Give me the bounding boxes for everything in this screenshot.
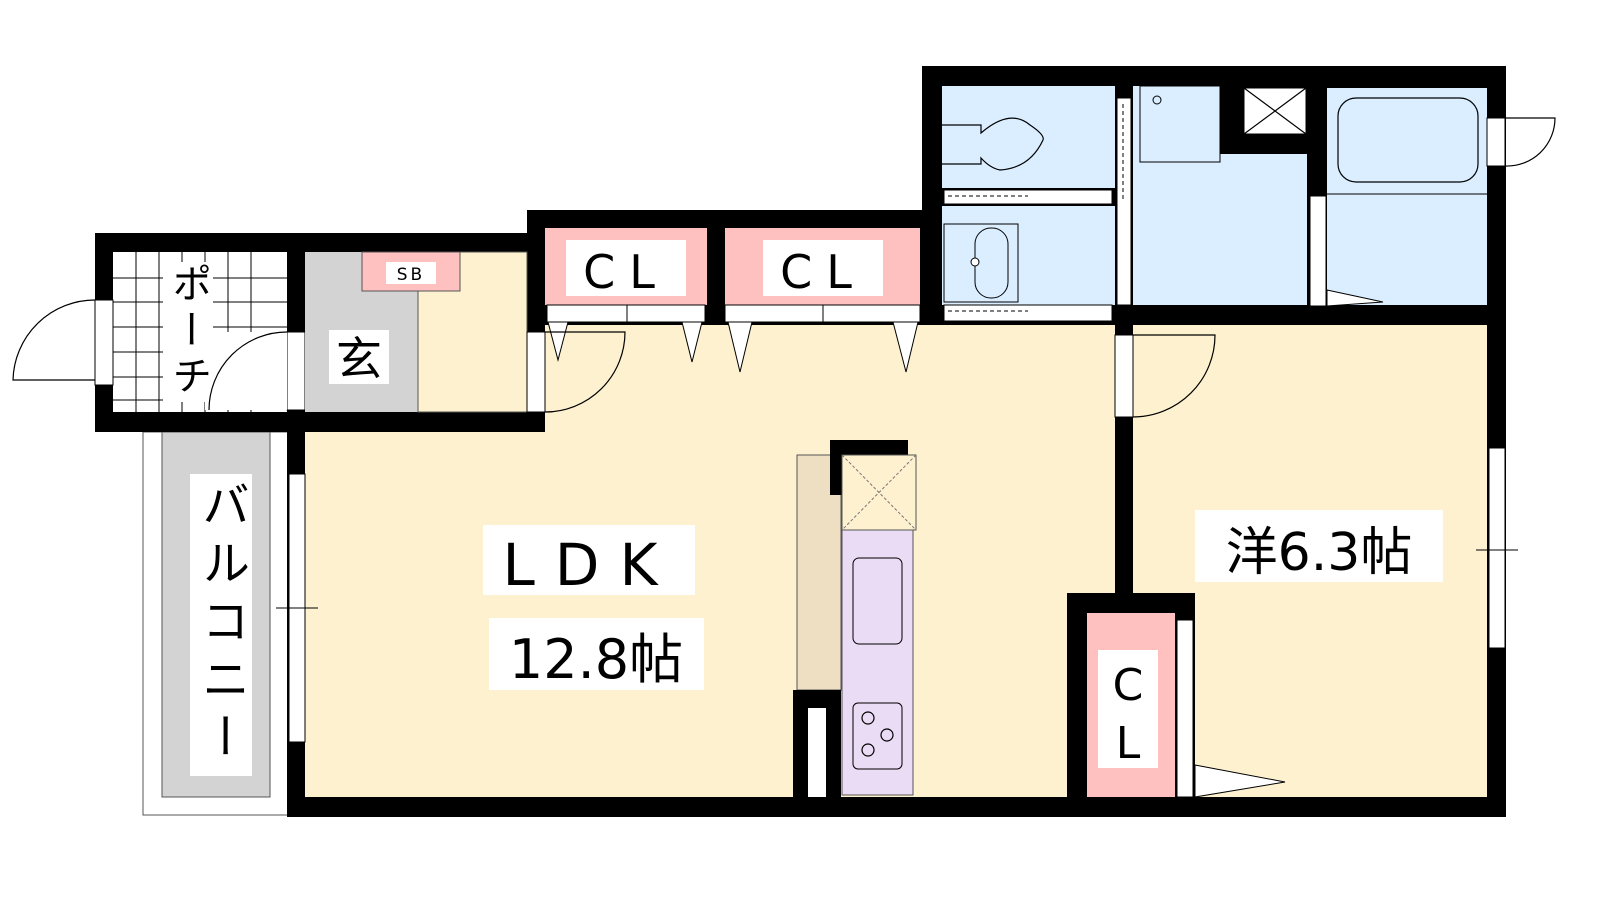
closet-bedroom-door[interactable] (1176, 619, 1286, 798)
entrance-label: 玄 (336, 332, 382, 386)
kitchen (793, 440, 917, 797)
washroom (942, 97, 1132, 322)
ldk-room (305, 325, 1115, 797)
bathtub-icon (1337, 97, 1479, 183)
closet-bedroom-label-l: L (1116, 718, 1141, 769)
closet-2: CL (725, 228, 920, 305)
balcony-label-bg (190, 474, 252, 776)
closet-1: CL (545, 228, 707, 305)
ldk-door[interactable] (526, 331, 626, 413)
closet-doors[interactable] (546, 304, 921, 373)
bathroom (1307, 88, 1556, 307)
bedroom-label: 洋6.3帖 (1226, 523, 1413, 583)
toilet-icon (942, 117, 1044, 171)
entrance-door[interactable] (205, 331, 306, 411)
shoe-box-label: SB (397, 265, 425, 285)
front-gate-door[interactable] (12, 299, 114, 386)
closet-bedroom-label-c: C (1113, 660, 1144, 711)
balcony-label: バルコニー (193, 480, 249, 770)
closet-2-label: CL (780, 245, 866, 299)
ldk-window[interactable] (276, 473, 318, 743)
ldk-size-label: 12.8帖 (509, 628, 683, 691)
closet-bedroom: C L (1067, 593, 1195, 815)
stove-icon (852, 702, 903, 770)
dressing-room (1133, 85, 1307, 305)
closet-1-label: CL (583, 245, 669, 299)
bedroom-window[interactable] (1476, 447, 1518, 649)
bedroom-door[interactable] (1114, 334, 1216, 418)
toilet-room (942, 86, 1115, 205)
sink-icon (852, 557, 903, 645)
ldk-label: LDK (502, 531, 677, 599)
porch-label: ポーチ (165, 263, 211, 401)
